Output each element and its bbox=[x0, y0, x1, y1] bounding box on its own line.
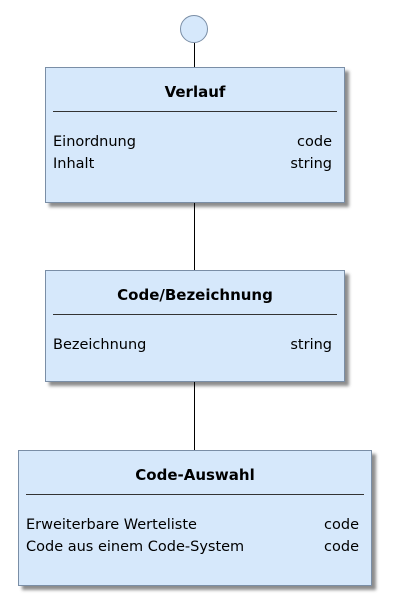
attribute-type: code bbox=[324, 517, 359, 533]
attribute-row: Bezeichnung string bbox=[53, 334, 332, 356]
attribute-name: Einordnung bbox=[53, 134, 136, 150]
class-divider bbox=[53, 314, 337, 315]
attribute-type: string bbox=[290, 156, 332, 172]
attribute-name: Bezeichnung bbox=[53, 337, 147, 353]
attribute-row: Erweiterbare Werteliste code bbox=[26, 514, 359, 536]
attribute-type: code bbox=[324, 539, 359, 555]
attribute-list: Bezeichnung string bbox=[46, 315, 344, 356]
connector-verlauf-code-bezeichnung bbox=[194, 203, 195, 270]
class-box-code-bezeichnung: Code/Bezeichnung Bezeichnung string bbox=[45, 270, 345, 382]
attribute-name: Code aus einem Code-System bbox=[26, 539, 245, 555]
attribute-row: Inhalt string bbox=[53, 153, 332, 175]
class-divider bbox=[26, 494, 364, 495]
attribute-row: Code aus einem Code-System code bbox=[26, 536, 359, 558]
attribute-type: string bbox=[290, 337, 332, 353]
class-divider bbox=[53, 111, 337, 112]
attribute-list: Erweiterbare Werteliste code Code aus ei… bbox=[19, 495, 371, 558]
attribute-list: Einordnung code Inhalt string bbox=[46, 112, 344, 175]
attribute-name: Inhalt bbox=[53, 156, 95, 172]
class-box-verlauf: Verlauf Einordnung code Inhalt string bbox=[45, 67, 345, 203]
attribute-name: Erweiterbare Werteliste bbox=[26, 517, 197, 533]
class-box-code-auswahl: Code-Auswahl Erweiterbare Werteliste cod… bbox=[18, 450, 372, 586]
class-title: Code/Bezeichnung bbox=[117, 286, 273, 304]
connector-code-bezeichnung-code-auswahl bbox=[194, 382, 195, 450]
attribute-type: code bbox=[297, 134, 332, 150]
root-circle-node bbox=[180, 15, 208, 43]
class-title: Code-Auswahl bbox=[135, 466, 255, 484]
class-title: Verlauf bbox=[164, 83, 226, 101]
connector-root-verlauf bbox=[194, 43, 195, 68]
attribute-row: Einordnung code bbox=[53, 131, 332, 153]
